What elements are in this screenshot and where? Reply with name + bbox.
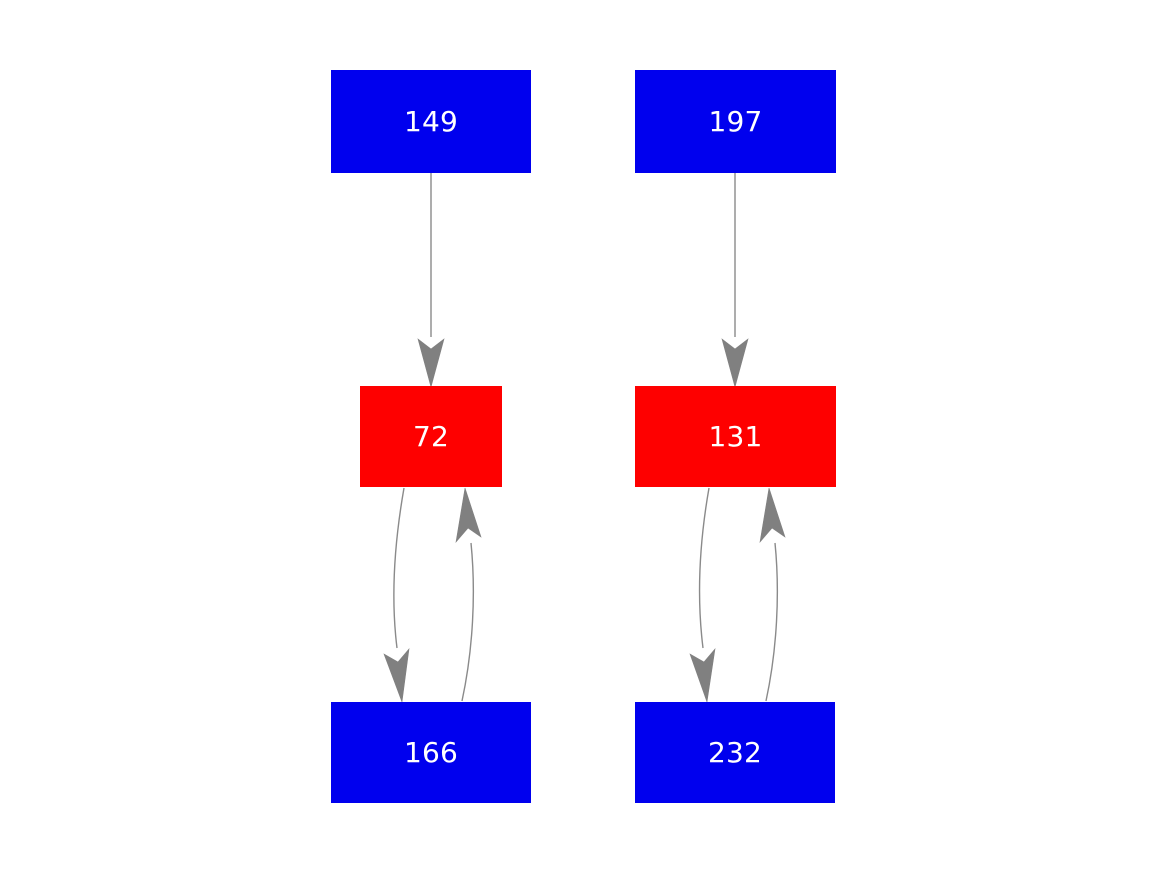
node-label: 197 (708, 104, 763, 138)
arrowhead-icon (417, 338, 445, 389)
edge-232-to-131 (759, 487, 786, 702)
graph-node-149[interactable]: 149 (331, 70, 531, 173)
graph-node-232[interactable]: 232 (635, 702, 835, 803)
graph-node-197[interactable]: 197 (635, 70, 836, 173)
edge-line (698, 487, 710, 649)
graph-node-72[interactable]: 72 (360, 386, 502, 487)
node-label: 72 (412, 419, 450, 453)
graph-node-131[interactable]: 131 (635, 386, 836, 487)
edge-166-to-72 (455, 487, 482, 702)
node-label: 166 (403, 735, 459, 769)
arrowhead-icon (455, 487, 482, 544)
edge-line (393, 487, 405, 649)
edge-line (765, 542, 779, 702)
edge-72-to-166 (383, 487, 410, 703)
edge-131-to-232 (689, 487, 716, 703)
arrowhead-icon (689, 647, 716, 703)
arrowhead-icon (721, 338, 749, 389)
edge-line (461, 542, 475, 702)
arrowhead-icon (759, 487, 786, 544)
arrowhead-icon (383, 648, 410, 703)
node-label: 232 (707, 735, 763, 769)
node-label: 149 (403, 104, 459, 138)
edge-197-to-131 (721, 173, 749, 389)
edge-149-to-72 (417, 173, 445, 389)
node-label: 131 (708, 419, 763, 453)
graph-node-166[interactable]: 166 (331, 702, 531, 803)
